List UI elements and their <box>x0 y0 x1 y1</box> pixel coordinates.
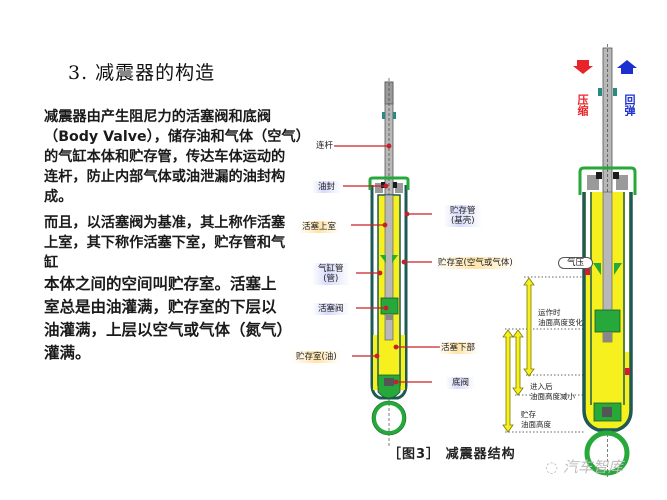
text-line: 油灌满，上层以空气或气体（氮气） <box>44 321 293 339</box>
label-reservoir-tube: 贮存管 (基壳) <box>444 205 482 227</box>
text-line: 成。 <box>44 189 73 205</box>
label-stored-oil: 贮存 油面高度 <box>521 410 551 429</box>
label-base-valve: 底阀 <box>446 377 476 389</box>
text-line: 灌满。 <box>44 344 91 362</box>
rebound-arrow-icon <box>617 60 637 74</box>
text-line: 上室，其下称作活塞下室，贮存管和气 <box>44 235 286 251</box>
label-piston-valve: 活塞阀 <box>312 303 350 315</box>
wechat-icon: ◌ <box>545 458 559 476</box>
label-rebound: 回弹 <box>623 94 636 116</box>
text-line: （Body Valve），储存油和气体（空气） <box>44 129 310 145</box>
label-oil-seal: 油封 <box>312 181 342 193</box>
text-line: 而且，以活塞阀为基准，其上称作活塞 <box>44 215 286 231</box>
watermark: ◌ 汽车智库 <box>545 458 623 476</box>
text-line: 本体之间的空间叫贮存室。活塞上 <box>44 275 277 293</box>
label-rod: 连杆 <box>316 141 334 151</box>
left-shock-absorber <box>334 78 440 448</box>
text-line: 的气缸本体和贮存管，传达车体运动的 <box>44 149 286 165</box>
right-shock-absorber <box>502 44 637 478</box>
label-reservoir-oil: 贮存室(油) <box>292 351 341 363</box>
slide-title: 3. 减震器的构造 <box>68 62 216 84</box>
label-upper-chamber: 活塞上室 <box>298 221 341 233</box>
label-compress: 压缩 <box>576 94 589 116</box>
label-lower-chamber: 活塞下部 <box>437 342 480 354</box>
text-line: 减震器由产生阻尼力的活塞阀和底阀 <box>44 109 272 125</box>
text-line: 室总是由油灌满，贮存室的下层以 <box>44 298 277 316</box>
text-line: 缸 <box>44 255 59 271</box>
label-cylinder-tube: 气缸管 (管) <box>312 263 350 285</box>
compress-arrow-icon <box>573 60 593 74</box>
label-reservoir-gas: 贮存室(空气或气体) <box>434 257 517 269</box>
paragraph-chambers: 而且，以活塞阀为基准，其上称作活塞 上室，其下称作活塞下室，贮存管和气 缸 本体… <box>44 213 306 365</box>
text-line: 连杆，防止内部气体或油泄漏的油封构 <box>44 169 286 185</box>
label-gas-pressure: 气压 <box>558 257 594 269</box>
label-oil-change: 运作时 油面高度变化 <box>538 308 583 327</box>
paragraph-structure: 减震器由产生阻尼力的活塞阀和底阀 （Body Valve），储存油和气体（空气）… <box>44 107 310 207</box>
figure-caption: ［图3］ 减震器结构 <box>388 447 516 462</box>
label-after-insert: 进入后 油面高度减小 <box>530 382 575 401</box>
